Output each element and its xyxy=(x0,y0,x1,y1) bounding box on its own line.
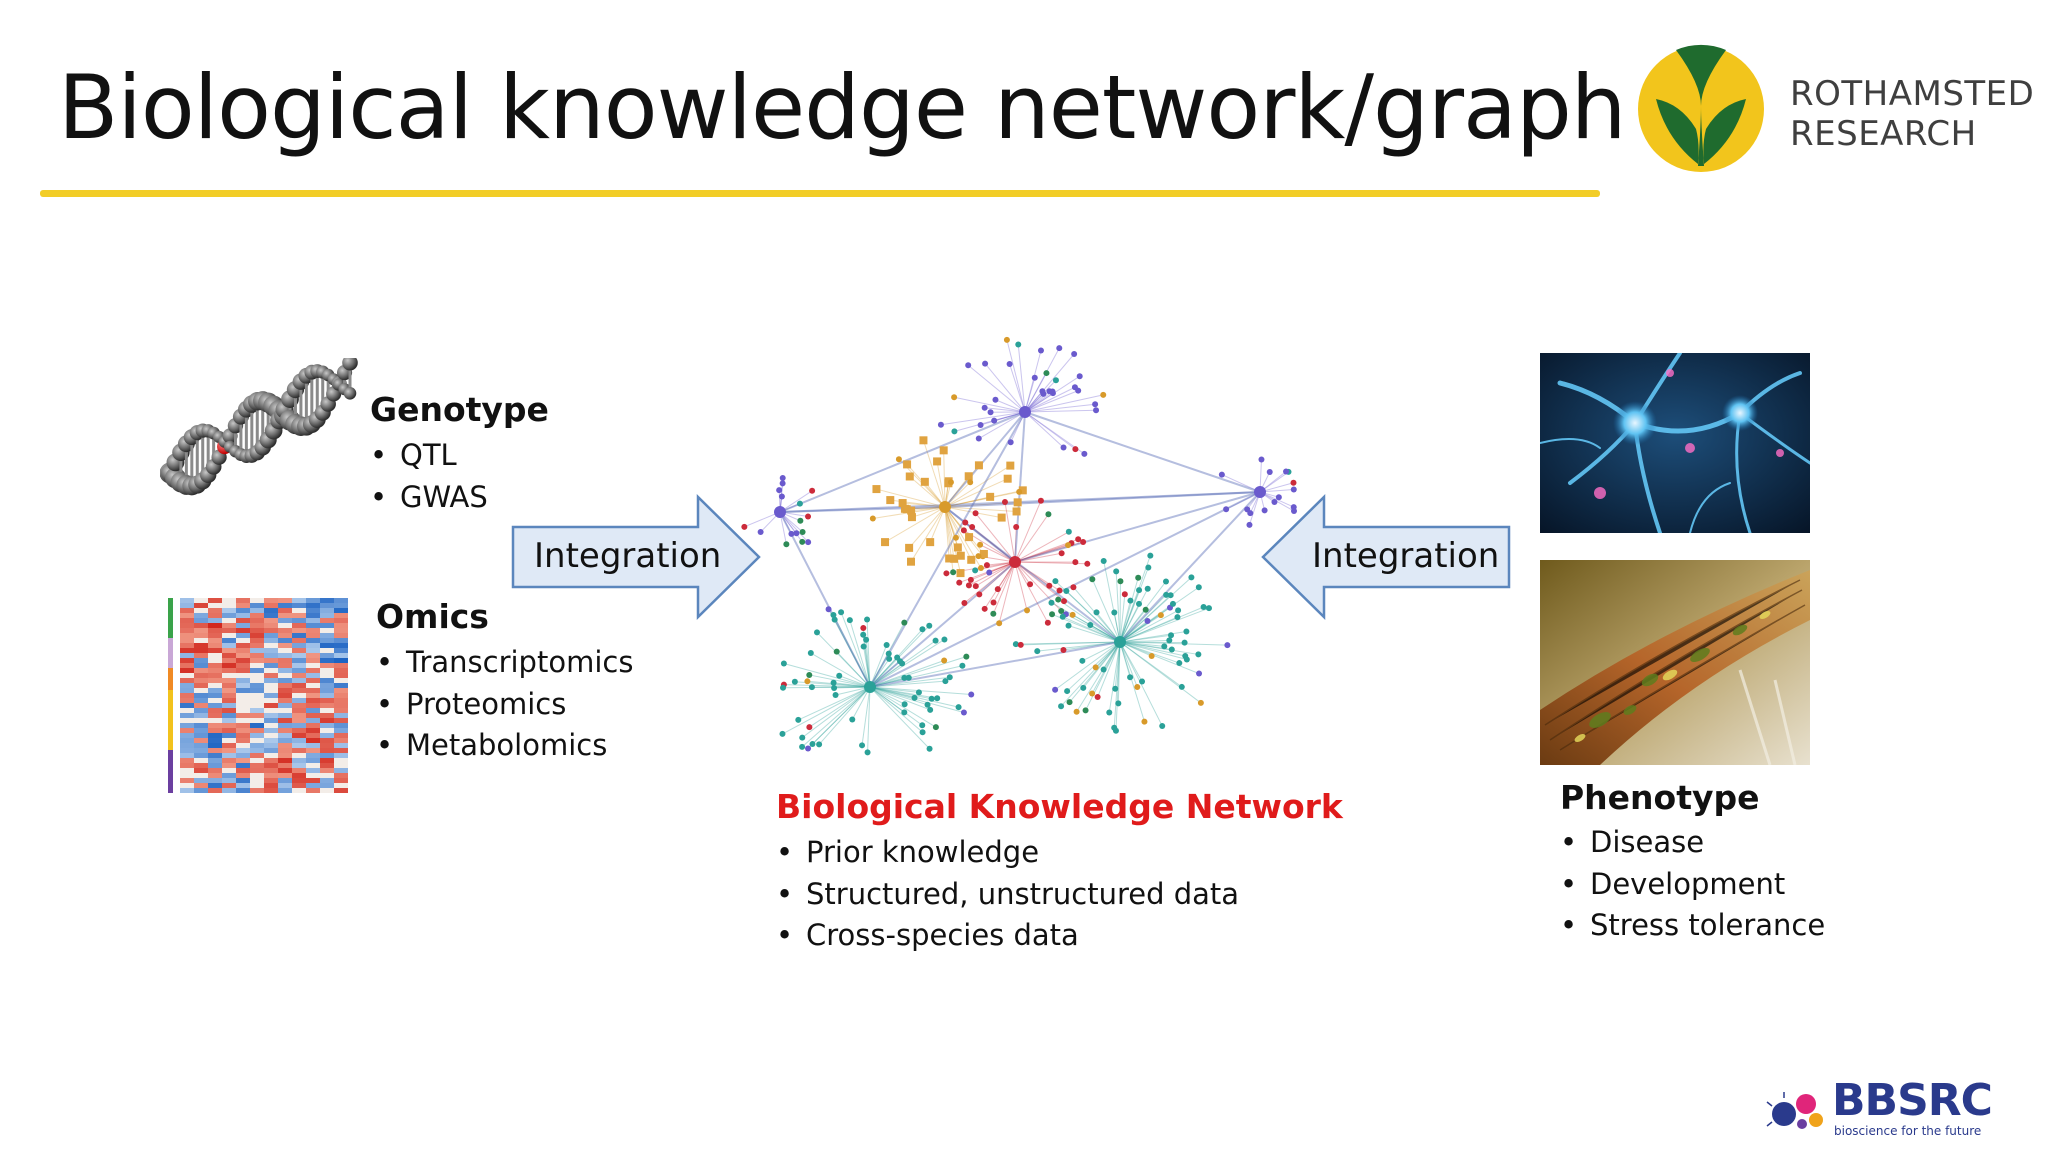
list-item: Structured, unstructured data xyxy=(776,874,1239,916)
title-underline xyxy=(40,190,1600,197)
dna-helix-image xyxy=(160,358,358,496)
integration-arrow-right-icon xyxy=(511,494,761,620)
bbsrc-name: BBSRC xyxy=(1832,1075,1993,1126)
rothamsted-line2: RESEARCH xyxy=(1790,114,1977,154)
rothamsted-logo-icon xyxy=(1638,44,1764,172)
integration-left-label: Integration xyxy=(534,536,722,576)
slide-title: Biological knowledge network/graph xyxy=(58,56,1627,159)
integration-arrow-left-icon xyxy=(1261,494,1511,620)
omics-list: Transcriptomics Proteomics Metabolomics xyxy=(376,642,633,767)
phenotype-list: Disease Development Stress tolerance xyxy=(1560,822,1825,947)
genotype-list: QTL GWAS xyxy=(370,435,488,518)
list-item: Stress tolerance xyxy=(1560,905,1825,947)
list-item: Development xyxy=(1560,864,1825,906)
integration-right-label: Integration xyxy=(1312,536,1500,576)
network-list: Prior knowledge Structured, unstructured… xyxy=(776,832,1239,957)
list-item: Metabolomics xyxy=(376,725,633,767)
list-item: Transcriptomics xyxy=(376,642,633,684)
neuron-photo-image xyxy=(1540,353,1810,533)
list-item: Proteomics xyxy=(376,684,633,726)
network-title: Biological Knowledge Network xyxy=(776,787,1343,826)
bbsrc-tagline: bioscience for the future xyxy=(1834,1124,1982,1138)
bbsrc-logo: BBSRC bioscience for the future xyxy=(1766,1078,1996,1140)
list-item: Cross-species data xyxy=(776,915,1239,957)
knowledge-network-image xyxy=(741,336,1297,756)
rothamsted-line1: ROTHAMSTED xyxy=(1790,74,2035,114)
omics-heatmap-image xyxy=(168,598,348,793)
leaf-disease-photo-image xyxy=(1540,560,1810,765)
omics-title: Omics xyxy=(376,597,489,636)
rothamsted-logo-text: ROTHAMSTED RESEARCH xyxy=(1790,74,2034,154)
genotype-title: Genotype xyxy=(370,390,549,429)
list-item: Disease xyxy=(1560,822,1825,864)
list-item: GWAS xyxy=(370,477,488,519)
list-item: Prior knowledge xyxy=(776,832,1239,874)
bbsrc-logo-icon xyxy=(1766,1092,1823,1129)
list-item: QTL xyxy=(370,435,488,477)
phenotype-title: Phenotype xyxy=(1560,778,1760,817)
